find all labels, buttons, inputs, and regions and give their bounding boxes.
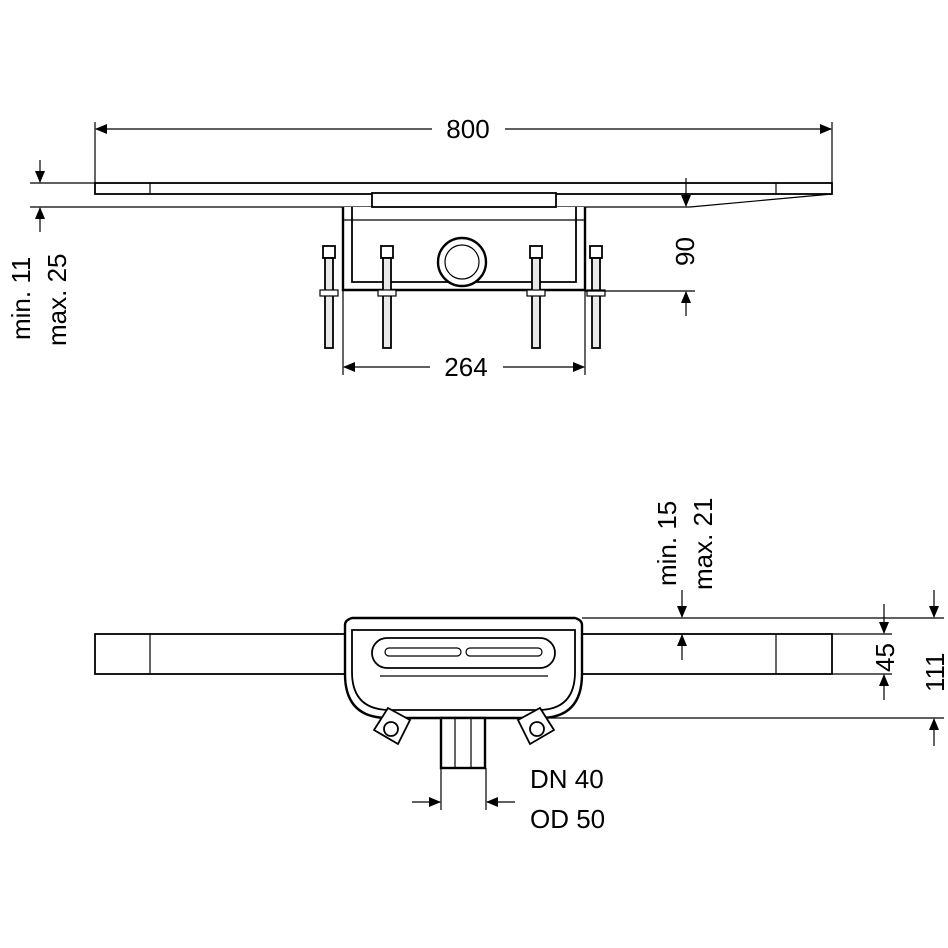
side-view: DN 40 OD 50 min. 15 max. 21 45 111 bbox=[94, 498, 948, 834]
dimension-label-111: 111 bbox=[920, 652, 948, 692]
dimension-label-45: 45 bbox=[870, 643, 900, 672]
leveling-bolt bbox=[526, 245, 546, 349]
outlet-pipe-side bbox=[439, 716, 487, 770]
dimension-label-dn40: DN 40 bbox=[530, 764, 604, 794]
dimension-label-max-25: max. 25 bbox=[42, 254, 72, 347]
mounting-bracket-left bbox=[372, 706, 412, 746]
dimension-label-264: 264 bbox=[444, 352, 487, 382]
leveling-bolt bbox=[377, 245, 397, 349]
mounting-bracket-right bbox=[516, 706, 556, 746]
leveling-feet bbox=[319, 245, 606, 349]
front-view: 800 min. 11 max. 25 bbox=[6, 114, 833, 382]
dimension-label-min-15: min. 15 bbox=[652, 501, 682, 586]
leveling-bolt bbox=[319, 245, 339, 349]
grate-slot bbox=[371, 637, 556, 669]
leveling-bolt bbox=[586, 245, 606, 349]
dimension-label-90: 90 bbox=[670, 237, 700, 266]
dimension-label-800: 800 bbox=[446, 114, 489, 144]
dimension-label-max-21: max. 21 bbox=[688, 498, 718, 591]
dimension-label-od50: OD 50 bbox=[530, 804, 605, 834]
drain-body-front bbox=[341, 192, 587, 292]
dimension-label-min-11: min. 11 bbox=[6, 257, 36, 340]
